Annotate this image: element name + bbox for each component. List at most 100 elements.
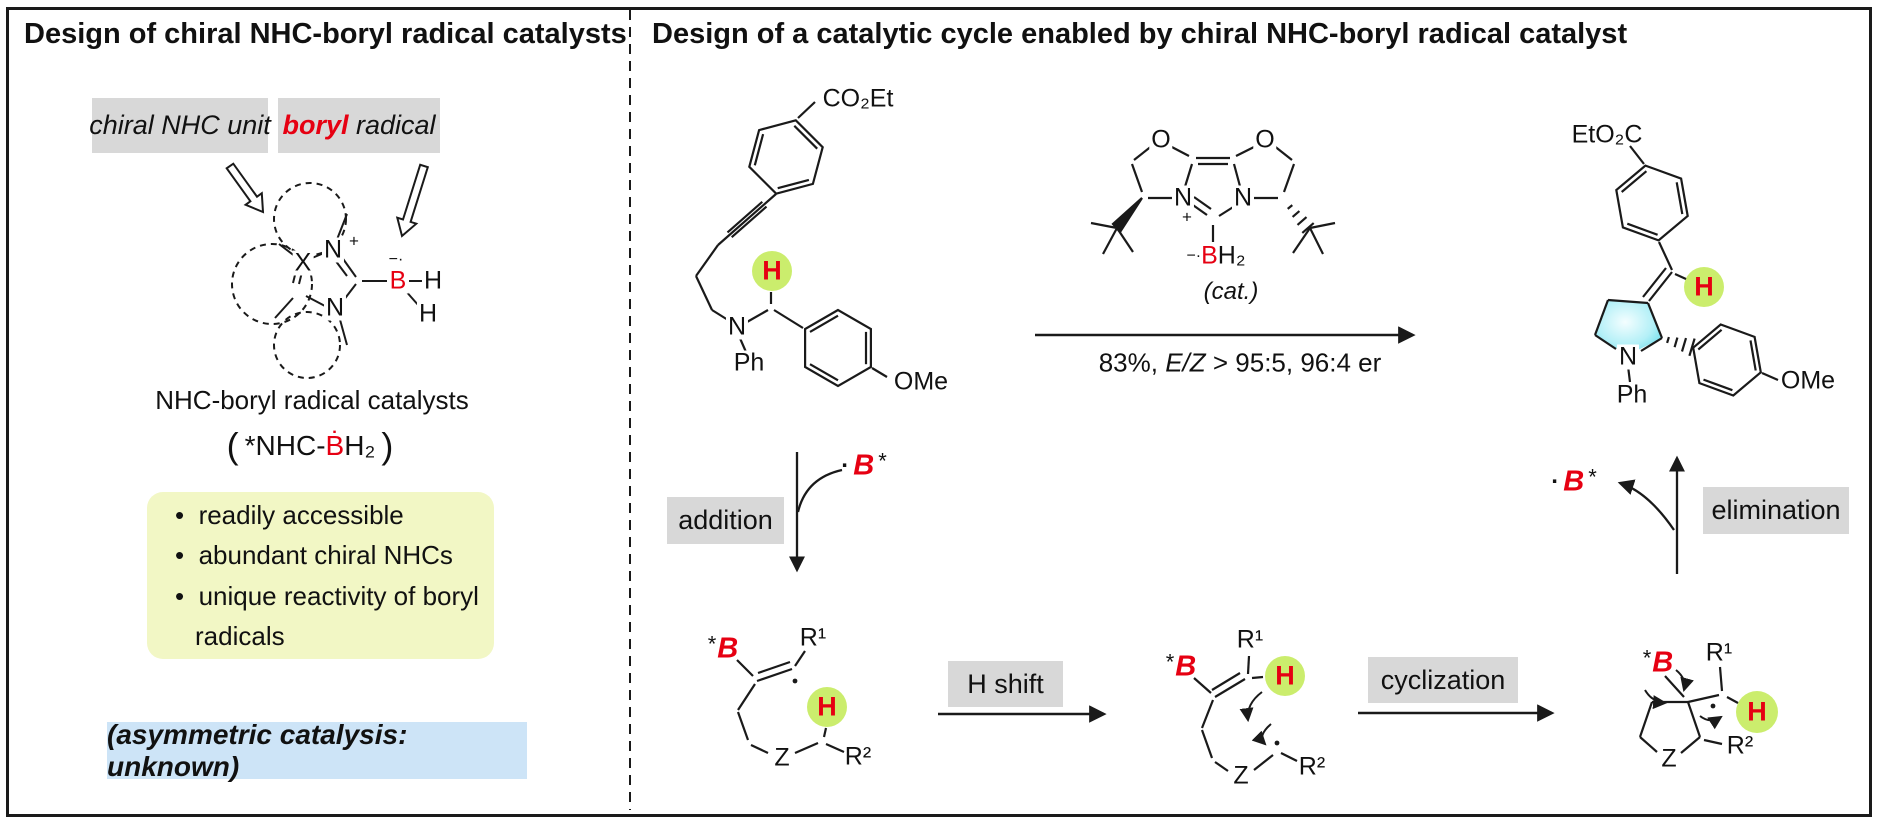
left-panel-title: Design of chiral NHC-boryl radical catal…	[24, 18, 627, 50]
atom-n-top: N	[321, 235, 345, 264]
atom-n: N	[1231, 183, 1255, 212]
nhc-boryl-generic-structure	[225, 162, 430, 379]
hollow-arrow-left	[225, 162, 265, 214]
r2-label: R²	[1298, 752, 1326, 781]
step-cyclization: cyclization	[1368, 657, 1518, 703]
b-star-label: B	[1175, 650, 1197, 683]
atom-o: O	[1253, 125, 1277, 154]
structure-caption: NHC-boryl radical catalysts	[155, 385, 469, 415]
curved-electron-arrow	[1251, 723, 1272, 746]
h-highlight-circle	[1684, 267, 1724, 307]
plus-charge: +	[1182, 207, 1192, 227]
r1-label: R¹	[799, 623, 827, 652]
methoxy-label: OMe	[893, 367, 949, 396]
b-star-label: B	[853, 449, 875, 482]
atom-o: O	[1149, 125, 1173, 154]
atom-x: X	[292, 248, 314, 277]
hollow-arrow-right	[395, 163, 430, 238]
curved-electron-arrow	[1239, 691, 1263, 723]
phenyl-label: Ph	[1614, 380, 1650, 409]
atom-z: Z	[772, 743, 792, 772]
intermediate-1-structure	[736, 650, 847, 755]
b-star-group: * B	[1642, 645, 1674, 680]
radical-dot	[1710, 703, 1716, 709]
list-item: unique reactivity of boryl radicals	[175, 576, 511, 657]
bh2-h2: H₂	[1217, 241, 1246, 270]
reaction-conditions: 83%, E/Z > 95:5, 96:4 er	[1099, 348, 1382, 379]
product-structure	[1593, 145, 1779, 397]
step-label: addition	[678, 505, 773, 535]
cat-label: (cat.)	[1203, 278, 1259, 305]
b-star-asterisk: *	[1588, 464, 1597, 489]
catalyst-structure	[1090, 144, 1336, 255]
atom-h: H	[416, 299, 440, 328]
wedge-bond	[1111, 197, 1143, 234]
methoxy-label: OMe	[1780, 366, 1836, 395]
boryl-radical-species: · B *	[841, 448, 887, 483]
step-label: cyclization	[1380, 664, 1506, 695]
r2-label: R²	[1726, 731, 1754, 760]
radical-dot-text: ·	[841, 452, 850, 479]
step-addition: addition	[667, 497, 784, 544]
b-star-asterisk: *	[1642, 645, 1652, 670]
curved-electron-arrow	[1699, 715, 1723, 730]
conditions-ez: E/Z	[1165, 347, 1206, 378]
migrating-h-label: H	[1694, 271, 1714, 302]
radical-dot	[1274, 740, 1280, 746]
b-star-asterisk: *	[878, 448, 887, 473]
pyrrolidine-highlight	[1595, 300, 1662, 355]
list-item: abundant chiral NHCs	[175, 535, 511, 575]
list-item: readily accessible	[175, 495, 511, 535]
radical-dot	[792, 678, 798, 684]
step-elimination: elimination	[1703, 487, 1849, 534]
addition-arrows	[788, 452, 843, 573]
r2-label: R²	[844, 742, 872, 771]
paren-open: (	[226, 425, 239, 466]
right-panel-title: Design of a catalytic cycle enabled by c…	[652, 18, 1628, 50]
formula-b-radical: Ḃ	[325, 430, 345, 461]
migrating-h-label: H	[1275, 660, 1295, 691]
atom-b: B	[1201, 241, 1218, 270]
b-star-group: * B	[1165, 649, 1197, 684]
migrating-h-label: H	[817, 691, 837, 722]
step-label: H shift	[967, 668, 1044, 699]
curved-electron-arrow	[1644, 689, 1668, 710]
radical-dot-text: ·	[1551, 468, 1560, 495]
tag-chiral-nhc-unit: chiral NHC unit	[89, 98, 271, 153]
substrate-structure	[695, 101, 888, 388]
conditions-selectivity: > 95:5, 96:4 er	[1205, 347, 1382, 378]
minus-radical-mark: −·	[1186, 247, 1202, 264]
b-star-asterisk: *	[1165, 649, 1175, 674]
r1-label: R¹	[1236, 625, 1264, 654]
atom-b: B	[387, 266, 409, 295]
h-highlight-circle	[752, 251, 792, 291]
b-star-label: B	[717, 632, 739, 665]
minus-radical-mark: −·	[388, 251, 404, 268]
intermediate-3-structure	[1638, 666, 1778, 754]
h-highlight-circle	[1736, 691, 1778, 733]
atom-z: Z	[1231, 761, 1251, 790]
atom-h: H	[421, 266, 445, 295]
advantages-list: readily accessible abundant chiral NHCs …	[147, 495, 511, 656]
migrating-h-label: H	[1747, 696, 1767, 727]
phenyl-label: Ph	[731, 348, 767, 377]
b-star-label: B	[1563, 465, 1585, 498]
migrating-h-label: H	[762, 255, 782, 286]
formula-post: H₂	[344, 430, 376, 461]
h-highlight-circle	[1265, 656, 1305, 696]
b-star-group: * B	[708, 631, 739, 666]
atom-z: Z	[1659, 744, 1679, 773]
formula-pre: *NHC-	[244, 430, 326, 461]
tag-boryl-radical: boryl radical	[278, 98, 440, 153]
dashed-substituent-circle-left	[231, 243, 313, 325]
unknown-note-box: (asymmetric catalysis: unknown)	[107, 719, 527, 782]
step-label: elimination	[1711, 495, 1841, 525]
atom-n: N	[725, 312, 749, 341]
ester-label: EtO₂C	[1571, 120, 1643, 149]
tag-chiral-nhc-label: chiral NHC unit	[89, 110, 271, 140]
b-star-label: B	[1652, 646, 1674, 679]
